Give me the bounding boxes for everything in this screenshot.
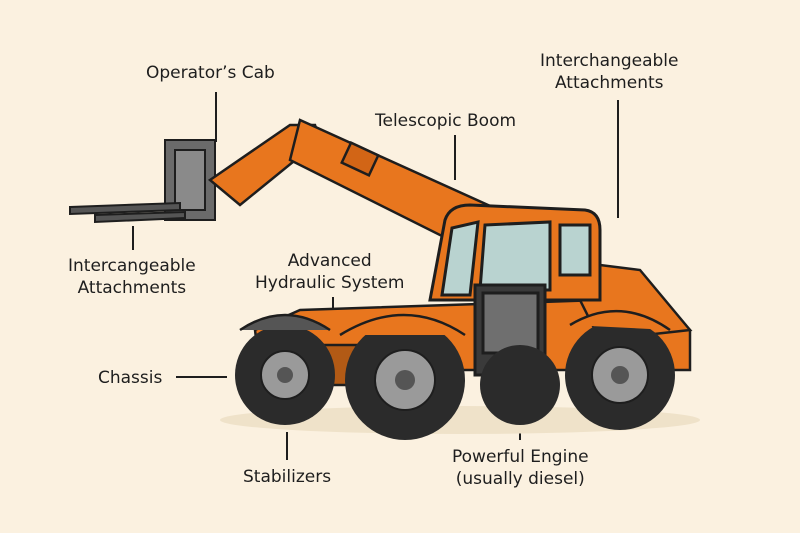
label-line: Hydraulic System — [255, 273, 405, 293]
label-operators-cab: Operator’s Cab — [146, 63, 275, 83]
fender-left — [239, 313, 331, 332]
wheels — [235, 309, 675, 440]
label-line: Advanced — [287, 251, 372, 271]
label-line: Attachments — [77, 278, 187, 298]
label-line: Interchangeable — [540, 51, 679, 71]
wheel-rear-right — [565, 320, 675, 430]
label-line: Intercangeable — [68, 256, 196, 276]
label-chassis: Chassis — [98, 368, 163, 388]
label-engine: Powerful Engine (usually diesel) — [452, 446, 589, 490]
wheel-front-right — [345, 320, 465, 440]
label-line: (usually diesel) — [455, 469, 585, 489]
label-attachments-right: Interchangeable Attachments — [540, 50, 678, 94]
wheel-rear-left — [480, 345, 560, 425]
fender-rear — [569, 309, 671, 332]
fender-front — [339, 313, 466, 337]
label-stabilizers: Stabilizers — [243, 467, 332, 487]
label-telescopic-boom: Telescopic Boom — [375, 111, 517, 131]
label-hydraulic-system: Advanced Hydraulic System — [255, 250, 404, 294]
ground-shadow — [220, 406, 700, 434]
label-line: Powerful Engine — [452, 447, 589, 467]
wheel-front-left — [235, 325, 335, 425]
label-line: Attachments — [554, 73, 664, 93]
label-attachments-left: Intercangeable Attachments — [68, 255, 196, 299]
fork-attachment — [69, 139, 216, 224]
